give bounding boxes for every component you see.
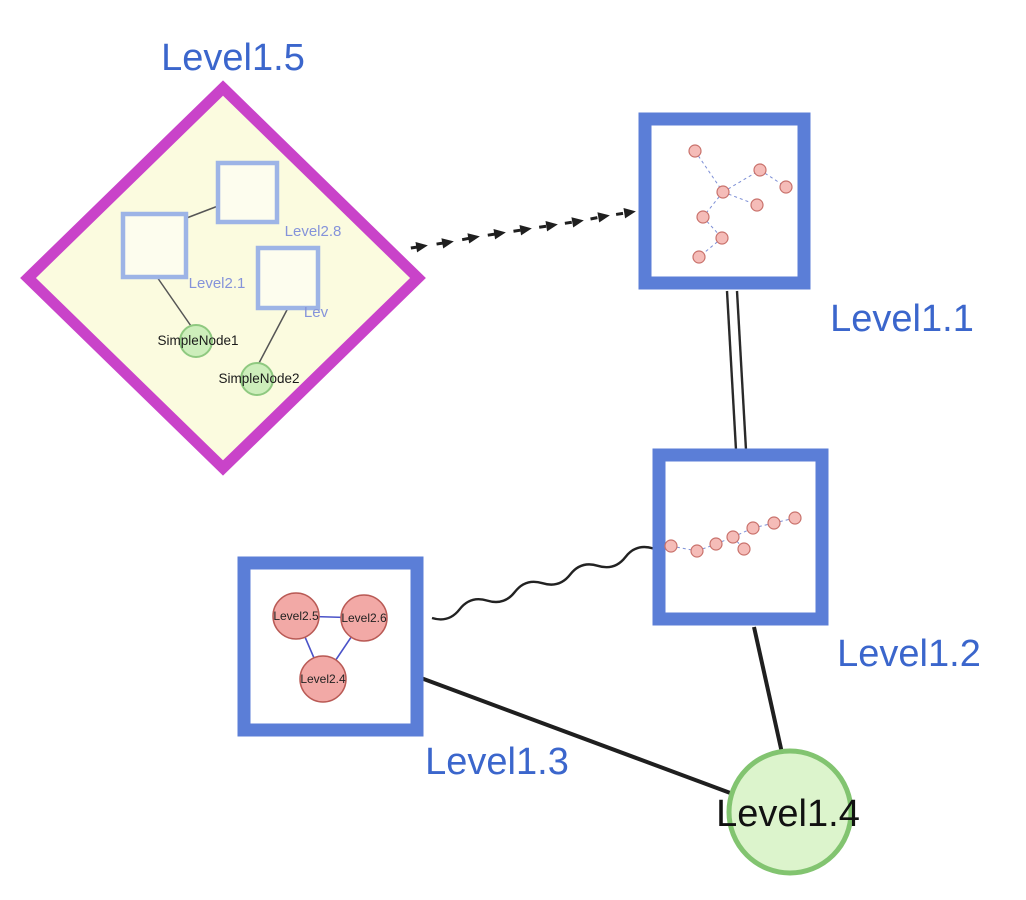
mini-node[interactable] [750, 198, 764, 212]
mini-node[interactable] [664, 539, 678, 553]
node-level14: Level1.4 [716, 748, 860, 876]
mini-node[interactable] [767, 516, 781, 530]
node-level12: Level1.2 [652, 448, 981, 675]
inner-node-simplenode1[interactable] [179, 324, 213, 358]
edge-level13-level14[interactable] [420, 676, 734, 796]
inner-node-label-simplenode1: SimpleNode1 [157, 333, 238, 348]
node-label-level13: Level1.3 [425, 741, 569, 783]
mini-node[interactable] [737, 542, 751, 556]
node-label-level11: Level1.1 [830, 298, 974, 340]
inner-node-lev[interactable] [255, 245, 321, 311]
node-shape-level11[interactable] [638, 112, 811, 290]
mini-graph-level12 [664, 511, 802, 558]
inner-node-label-level28: Level2.8 [285, 223, 342, 240]
inner-node-label-lev: Lev [304, 304, 329, 321]
inner-node-level21[interactable] [120, 211, 189, 280]
inner-edge-squarelev-simplenode2 [258, 307, 289, 364]
edge-level12-level14[interactable] [752, 626, 784, 754]
inner-node-simplenode2[interactable] [240, 362, 274, 396]
mini-node[interactable] [696, 210, 710, 224]
mini-node[interactable] [690, 544, 704, 558]
mini-edge [722, 169, 761, 193]
node-label-level14: Level1.4 [716, 793, 860, 835]
mini-node[interactable] [746, 521, 760, 535]
node-shape-level14[interactable] [726, 748, 854, 876]
mini-node[interactable] [779, 180, 793, 194]
mini-node[interactable] [788, 511, 802, 525]
mini-edge [702, 216, 723, 239]
node-label-level12: Level1.2 [837, 633, 981, 675]
mini-node[interactable] [726, 530, 740, 544]
inner-node-label-level24: Level2.4 [300, 672, 346, 686]
mini-node[interactable] [688, 144, 702, 158]
inner-node-label-level25: Level2.5 [273, 609, 319, 623]
node-shape-level13[interactable] [237, 556, 424, 737]
inner-edge-square28-square21 [183, 205, 219, 220]
node-level11: Level1.1 [638, 112, 974, 340]
node-shape-level15[interactable] [20, 80, 426, 476]
mini-edge [694, 150, 724, 193]
mini-edge [670, 545, 698, 552]
inner-node-level25[interactable] [272, 592, 320, 640]
edge-level15-level11[interactable] [397, 208, 636, 253]
mini-node[interactable] [715, 231, 729, 245]
mini-graph-level11 [688, 144, 793, 264]
mini-node[interactable] [692, 250, 706, 264]
mini-node[interactable] [709, 537, 723, 551]
inner-node-label-level21: Level2.1 [189, 275, 246, 292]
inner-edge-square21-simplenode1 [156, 276, 192, 327]
mini-node[interactable] [716, 185, 730, 199]
edge-level13-level12[interactable] [431, 545, 654, 621]
mini-node[interactable] [753, 163, 767, 177]
inner-node-level28[interactable] [215, 160, 280, 225]
node-shape-level12[interactable] [652, 448, 829, 626]
inner-node-label-level26: Level2.6 [341, 611, 387, 625]
node-label-level15: Level1.5 [161, 37, 305, 79]
edge-level11-level12[interactable] [725, 290, 748, 451]
node-level13: Level2.5 Level2.6 Level2.4 Level1.3 [237, 556, 569, 783]
node-level15: Level2.8 Level2.1 Lev SimpleNode1 Simple… [20, 37, 426, 476]
inner-node-label-simplenode2: SimpleNode2 [218, 371, 299, 386]
inner-node-level26[interactable] [340, 594, 388, 642]
inner-node-level24[interactable] [299, 655, 347, 703]
